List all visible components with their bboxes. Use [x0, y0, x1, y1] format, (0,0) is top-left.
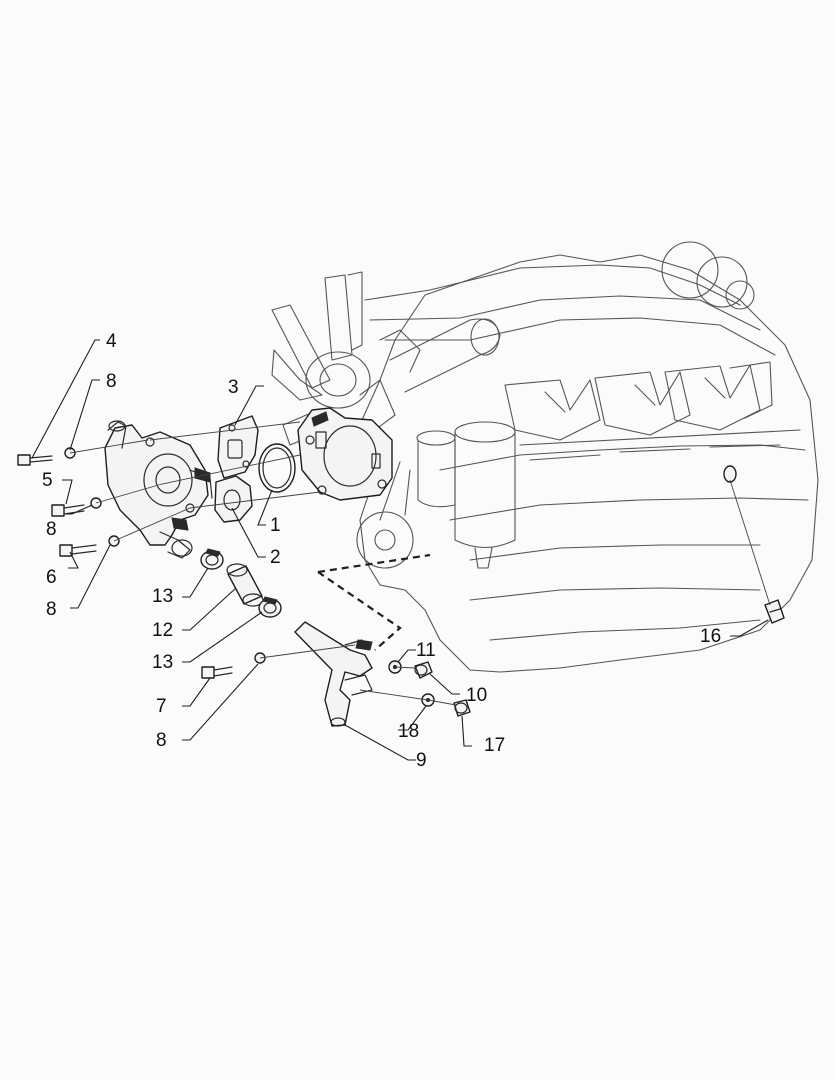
bolt-6 — [59, 544, 97, 557]
callout-8: 8 — [46, 599, 57, 620]
callout-10: 10 — [466, 685, 487, 706]
callout-3: 3 — [228, 377, 239, 398]
bolt-5 — [51, 504, 85, 517]
callout-7: 7 — [156, 696, 167, 717]
gasket — [217, 415, 259, 479]
plug-10 — [414, 661, 433, 679]
callout-2: 2 — [270, 547, 281, 568]
callout-1: 1 — [270, 515, 281, 536]
callout-8: 8 — [156, 730, 167, 751]
callout-5: 5 — [42, 470, 53, 491]
engine-block — [356, 241, 819, 673]
callout-18: 18 — [398, 721, 419, 742]
bolt-4 — [17, 454, 53, 466]
callout-16: 16 — [700, 626, 721, 647]
callout-9: 9 — [416, 750, 427, 771]
cylinder-heads — [504, 361, 801, 461]
water-pump-housing — [104, 420, 213, 559]
callout-4: 4 — [106, 331, 117, 352]
callout-13: 13 — [152, 652, 173, 673]
hose-clamp-upper — [200, 548, 224, 570]
callout-8: 8 — [46, 519, 57, 540]
oil-filter — [416, 421, 516, 569]
callout-labels: 4 8 3 5 8 6 8 1 2 13 12 13 7 8 11 10 18 … — [42, 331, 721, 771]
water-pipe — [294, 621, 373, 727]
hose-sleeve — [226, 563, 264, 607]
alignment-lines — [69, 421, 771, 706]
temperature-sensor — [764, 599, 785, 624]
callout-leaders — [31, 339, 769, 761]
sensor-port — [723, 465, 737, 483]
bolt-7 — [201, 666, 233, 679]
callout-8: 8 — [106, 371, 117, 392]
hose-clamp-lower — [258, 596, 282, 618]
callout-17: 17 — [484, 735, 505, 756]
o-ring — [258, 443, 296, 493]
callout-12: 12 — [152, 620, 173, 641]
front-mounting-plate — [297, 407, 393, 501]
callout-11: 11 — [416, 640, 436, 661]
callout-13: 13 — [152, 586, 173, 607]
plug-17 — [453, 699, 471, 717]
seal-plate — [214, 475, 253, 523]
callout-6: 6 — [46, 567, 57, 588]
